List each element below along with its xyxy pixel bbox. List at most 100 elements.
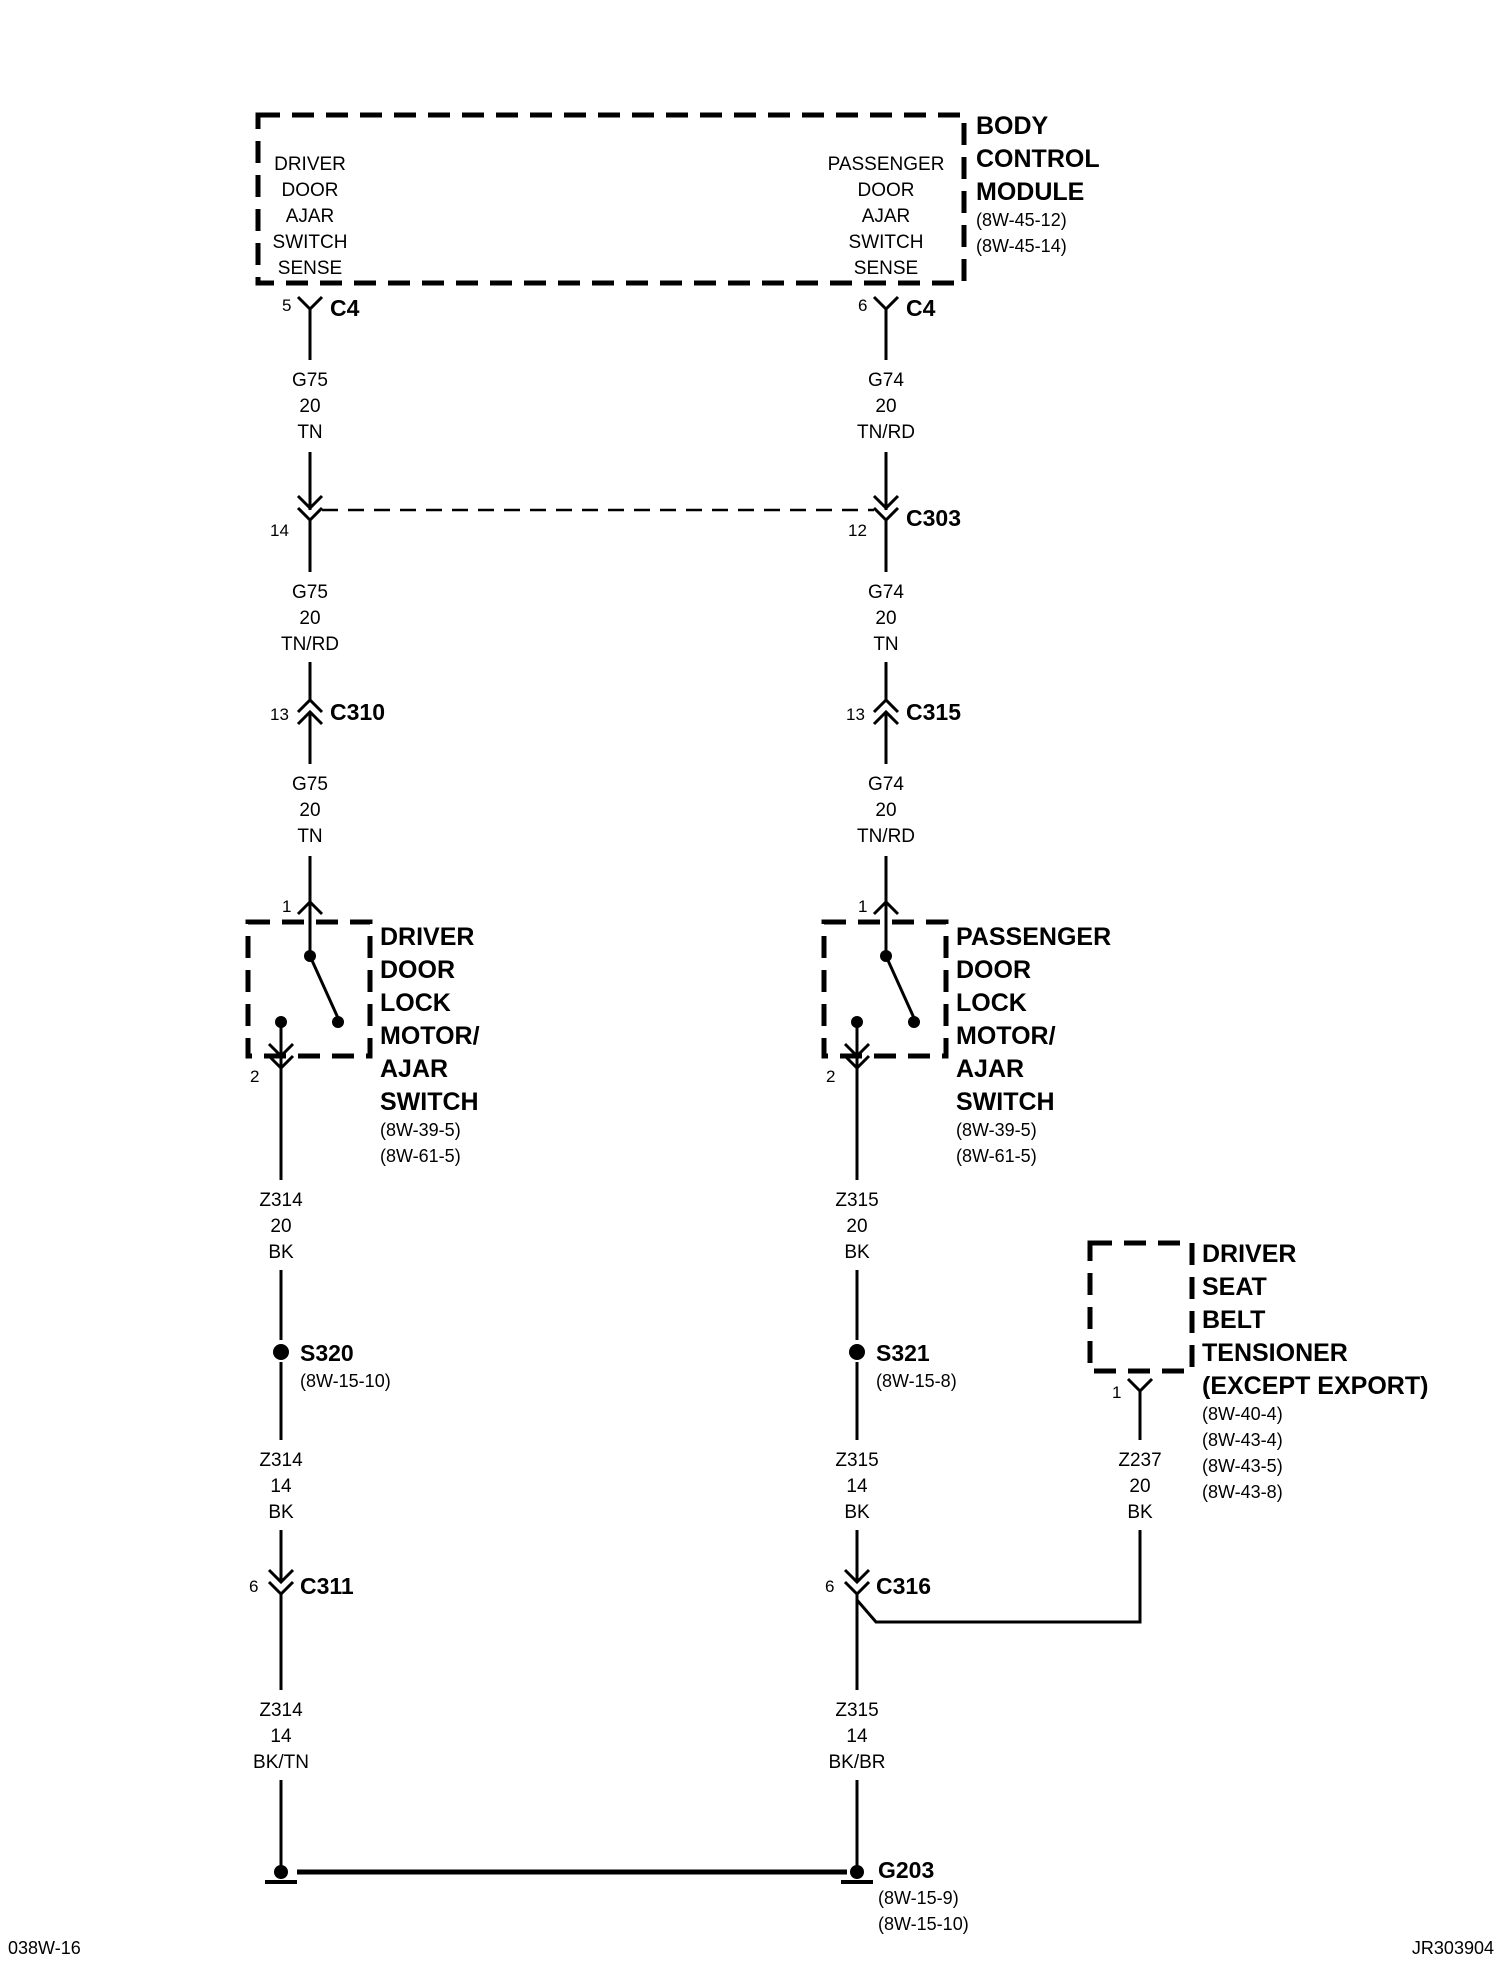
wire-g75-a-gauge: 20 (299, 396, 320, 417)
c315-label: C315 (906, 699, 961, 725)
wire-z315-a-gauge: 20 (846, 1216, 867, 1237)
bcm-name-line-1: BODY (976, 112, 1049, 140)
wire-g74-a-gauge: 20 (875, 396, 896, 417)
wire-g74-b-gauge: 20 (875, 608, 896, 629)
left-ground-symbol (265, 1865, 297, 1884)
passenger-switch-name-4: MOTOR/ (956, 1022, 1056, 1050)
wire-z237-gauge: 20 (1129, 1476, 1150, 1497)
tensioner-ref-1: (8W-40-4) (1202, 1404, 1283, 1424)
tensioner-dashed-box (1087, 1240, 1195, 1374)
footer-right-code: JR303904 (1412, 1938, 1494, 1958)
tensioner-name-2: SEAT (1202, 1273, 1267, 1301)
wire-z314-c-circuit: Z314 (259, 1700, 303, 1721)
c310-cavity: 13 (270, 705, 289, 724)
wire-g74-c-color: TN/RD (857, 826, 915, 847)
c4-right-connector: 6 C4 (858, 295, 936, 321)
tensioner-ref-3: (8W-43-5) (1202, 1456, 1283, 1476)
wire-z314-b-circuit: Z314 (259, 1450, 303, 1471)
s321-label: S321 (876, 1340, 930, 1366)
wire-z314-c-color: BK/TN (253, 1752, 309, 1773)
bcm-driver-pin-label-5: SENSE (278, 258, 342, 279)
wire-g75-a-color: TN (297, 422, 322, 443)
c311-cavity: 6 (249, 1577, 258, 1596)
wire-z315-c-gauge: 14 (846, 1726, 868, 1747)
g203-ref-2: (8W-15-10) (878, 1914, 969, 1934)
c303-right-cavity: 12 (848, 521, 867, 540)
passenger-switch-dashed-box (821, 919, 949, 1059)
driver-switch-ref-2: (8W-61-5) (380, 1146, 461, 1166)
driver-switch-name-3: LOCK (380, 989, 451, 1017)
bcm-name-line-2: CONTROL (976, 145, 1100, 173)
driver-switch-name-2: DOOR (380, 956, 455, 984)
c315-cavity: 13 (846, 705, 865, 724)
bcm-passenger-pin-label-5: SENSE (854, 258, 918, 279)
bcm-passenger-pin-label-3: AJAR (862, 206, 911, 227)
c311-connector: 6 C311 (249, 1568, 354, 1599)
c303-label: C303 (906, 505, 961, 531)
bcm-passenger-pin-label-4: SWITCH (849, 232, 924, 253)
passenger-switch-name-2: DOOR (956, 956, 1031, 984)
wire-z315-b-circuit: Z315 (835, 1450, 878, 1471)
bcm-passenger-pin-label-1: PASSENGER (828, 154, 945, 175)
c310-label: C310 (330, 699, 385, 725)
wire-g74-b-color: TN (873, 634, 898, 655)
bcm-ref-2: (8W-45-14) (976, 236, 1067, 256)
driver-switch-name-5: AJAR (380, 1055, 448, 1083)
passenger-switch-name-3: LOCK (956, 989, 1027, 1017)
driver-switch-name-4: MOTOR/ (380, 1022, 480, 1050)
wire-z314-a-gauge: 20 (270, 1216, 291, 1237)
c4-left-label: C4 (330, 295, 360, 321)
c310-connector: 13 C310 (270, 697, 385, 726)
c4-right-label: C4 (906, 295, 936, 321)
wire-g75-b-gauge: 20 (299, 608, 320, 629)
footer-left-code: 038W-16 (8, 1938, 81, 1958)
driver-switch-dashed-box (245, 919, 373, 1059)
driver-switch-name-1: DRIVER (380, 923, 474, 951)
c316-connector: 6 C316 (825, 1568, 931, 1599)
wire-g74-c-gauge: 20 (875, 800, 896, 821)
bcm-ref-1: (8W-45-12) (976, 210, 1067, 230)
wire-g74-b-circuit: G74 (868, 582, 904, 603)
c315-connector: 13 C315 (846, 697, 961, 726)
c303-left-connector: 14 (270, 494, 324, 540)
wire-z314-a-circuit: Z314 (259, 1190, 303, 1211)
c303-right-connector: 12 C303 (848, 494, 961, 540)
c4-left-connector: 5 C4 (282, 295, 360, 321)
wire-g75-c-circuit: G75 (292, 774, 328, 795)
wire-g74-a-color: TN/RD (857, 422, 915, 443)
passenger-switch-pin-2: 2 (826, 1067, 835, 1086)
wire-z315-a-color: BK (844, 1242, 870, 1263)
bcm-dashed-box (255, 112, 967, 286)
s320-splice: S320 (8W-15-10) (273, 1340, 391, 1391)
wire-z315-b-color: BK (844, 1502, 870, 1523)
passenger-door-switch: 1 2 PASSENGER DOOR LOCK MOTOR/ AJAR SWIT… (821, 897, 1111, 1166)
tensioner-ref-2: (8W-43-4) (1202, 1430, 1283, 1450)
wire-z237-circuit: Z237 (1118, 1450, 1161, 1471)
wire-g75-b-color: TN/RD (281, 634, 339, 655)
s321-splice: S321 (8W-15-8) (849, 1340, 957, 1391)
wire-g74-a-circuit: G74 (868, 370, 904, 391)
g203-ground-symbol: G203 (8W-15-9) (8W-15-10) (841, 1857, 969, 1934)
bcm-driver-pin-label-3: AJAR (286, 206, 335, 227)
s320-label: S320 (300, 1340, 354, 1366)
wire-g75-b-circuit: G75 (292, 582, 328, 603)
bcm-driver-pin-label-4: SWITCH (273, 232, 348, 253)
wire-g75-c-color: TN (297, 826, 322, 847)
passenger-switch-pin-1: 1 (858, 897, 867, 916)
driver-door-switch: 1 2 DRIVER DOOR LOCK MOTOR/ AJAR SWITCH … (245, 897, 480, 1166)
tensioner-ref-4: (8W-43-8) (1202, 1482, 1283, 1502)
tensioner-pin-1: 1 (1112, 1383, 1121, 1402)
bcm-passenger-pin-label-2: DOOR (858, 180, 915, 201)
wire-z237-color: BK (1127, 1502, 1153, 1523)
passenger-switch-ref-2: (8W-61-5) (956, 1146, 1037, 1166)
wire-g74-c-circuit: G74 (868, 774, 904, 795)
passenger-switch-name-1: PASSENGER (956, 923, 1111, 951)
g203-ref-1: (8W-15-9) (878, 1888, 959, 1908)
c4-right-cavity: 6 (858, 296, 867, 315)
tensioner-name-1: DRIVER (1202, 1240, 1296, 1268)
wire-z315-c-color: BK/BR (828, 1752, 885, 1773)
c316-cavity: 6 (825, 1577, 834, 1596)
c311-label: C311 (300, 1573, 354, 1599)
driver-switch-pin-1: 1 (282, 897, 291, 916)
